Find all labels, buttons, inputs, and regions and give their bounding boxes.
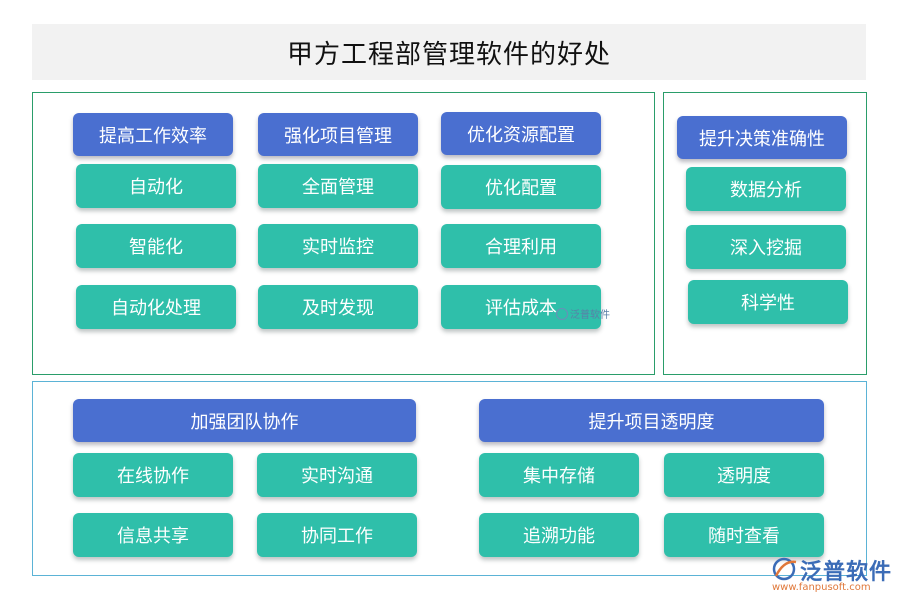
- watermark-logo-icon: [556, 307, 568, 320]
- column-header: 优化资源配置: [441, 112, 601, 155]
- benefit-item: 在线协作: [73, 453, 233, 497]
- watermark-text: 泛普软件: [570, 310, 610, 321]
- benefit-item: 追溯功能: [479, 513, 639, 557]
- column-header: 提升决策准确性: [677, 116, 847, 159]
- benefit-item: 协同工作: [257, 513, 417, 557]
- benefit-item: 深入挖掘: [686, 225, 846, 269]
- brand-name: 泛普软件: [800, 560, 893, 585]
- column-header: 提高工作效率: [73, 113, 233, 156]
- benefit-item: 合理利用: [441, 224, 601, 268]
- benefit-item: 优化配置: [441, 165, 601, 209]
- benefit-item: 全面管理: [258, 164, 418, 208]
- page-title: 甲方工程部管理软件的好处: [32, 24, 866, 80]
- benefit-item: 透明度: [664, 453, 824, 497]
- benefit-item: 自动化处理: [76, 285, 236, 329]
- watermark: 泛普软件: [556, 306, 610, 321]
- group-header: 加强团队协作: [73, 399, 416, 442]
- benefit-item: 随时查看: [664, 513, 824, 557]
- benefit-item: 信息共享: [73, 513, 233, 557]
- brand-url: www.fanpusoft.com: [772, 582, 871, 593]
- benefit-item: 及时发现: [258, 285, 418, 329]
- benefit-item: 实时监控: [258, 224, 418, 268]
- benefit-item: 数据分析: [686, 167, 846, 211]
- fanpu-logo-icon: [772, 557, 797, 581]
- benefit-item: 科学性: [688, 280, 848, 324]
- brand-logo: 泛普软件 www.fanpusoft.com: [770, 554, 894, 598]
- benefit-item: 集中存储: [479, 453, 639, 497]
- benefit-item: 智能化: [76, 224, 236, 268]
- group-header: 提升项目透明度: [479, 399, 824, 442]
- benefit-item: 自动化: [76, 164, 236, 208]
- benefit-item: 实时沟通: [257, 453, 417, 497]
- benefit-item: 评估成本: [441, 285, 601, 329]
- column-header: 强化项目管理: [258, 113, 418, 156]
